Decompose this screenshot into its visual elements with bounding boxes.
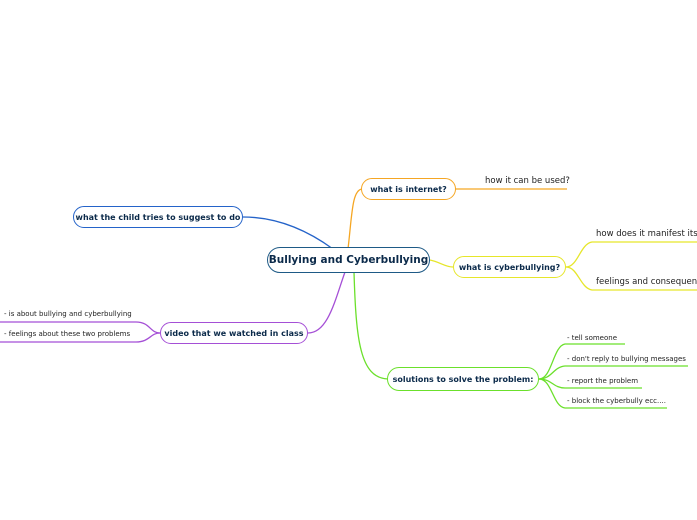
subtopic-dont-reply[interactable]: - don't reply to bullying messages xyxy=(567,355,686,363)
subtopic-feelings-two-problems[interactable]: - feelings about these two problems xyxy=(4,330,131,338)
topic-solutions[interactable]: solutions to solve the problem: xyxy=(387,367,539,391)
subtopic-block-cyberbully[interactable]: - block the cyberbully ecc.... xyxy=(567,397,666,405)
topic-label: what the child tries to suggest to do xyxy=(75,212,241,222)
topic-label: solutions to solve the problem: xyxy=(392,374,534,384)
l-video-0-connector xyxy=(0,321,161,334)
subtopic-feelings-and-consequences[interactable]: feelings and consequences xyxy=(596,277,697,287)
topic-label: what is internet? xyxy=(370,184,447,194)
l-sol-3-connector xyxy=(538,378,667,409)
l-sol-1-connector xyxy=(538,365,688,380)
topic-label: video that we watched in class xyxy=(164,328,304,338)
l-cyber-1-connector xyxy=(565,266,697,291)
l-cyber-0-connector xyxy=(565,241,697,268)
subtopic-report-problem[interactable]: - report the problem xyxy=(567,377,639,385)
c-internet-connector xyxy=(347,188,363,250)
topic-label: what is cyberbullying? xyxy=(458,262,561,272)
subtopic-how-it-can-be-used[interactable]: how it can be used? xyxy=(485,176,570,186)
central-topic-label: Bullying and Cyberbullying xyxy=(268,254,429,266)
l-video-1-connector xyxy=(0,332,161,343)
central-topic[interactable]: Bullying and Cyberbullying xyxy=(267,247,430,273)
c-solutions-connector xyxy=(353,271,389,380)
c-cyber-connector xyxy=(429,259,454,268)
topic-what-is-internet[interactable]: what is internet? xyxy=(361,178,456,200)
topic-video-watched-in-class[interactable]: video that we watched in class xyxy=(160,322,308,344)
topic-what-is-cyberbullying[interactable]: what is cyberbullying? xyxy=(453,256,566,278)
c-child-connector xyxy=(242,216,334,250)
topic-what-child-suggests[interactable]: what the child tries to suggest to do xyxy=(73,206,243,228)
c-video-connector xyxy=(307,271,346,334)
subtopic-tell-someone[interactable]: - tell someone xyxy=(567,334,617,342)
l-sol-0-connector xyxy=(538,343,625,380)
subtopic-about-bullying[interactable]: - is about bullying and cyberbullying xyxy=(4,310,132,318)
subtopic-how-does-it-manifest[interactable]: how does it manifest itself xyxy=(596,229,697,239)
